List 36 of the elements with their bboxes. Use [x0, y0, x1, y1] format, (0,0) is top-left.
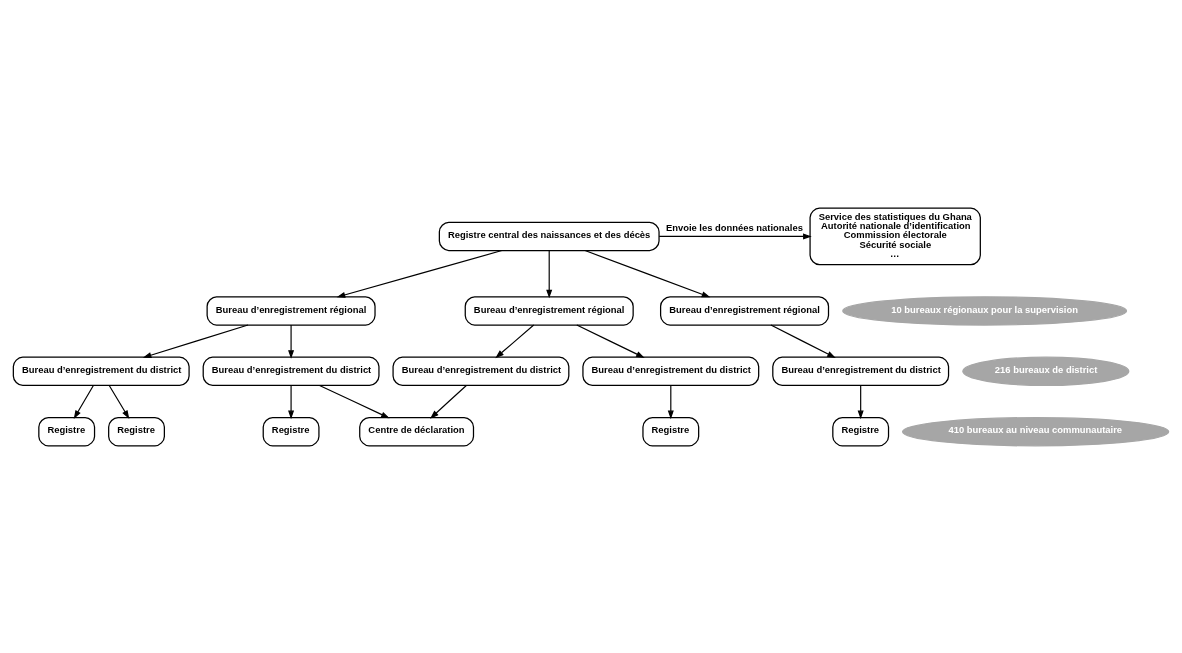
arrow: [288, 323, 295, 359]
node-box: Registre: [108, 416, 165, 446]
node-box: Registre: [832, 416, 890, 446]
arrow: [546, 249, 553, 298]
edge-label: Envoie les données nationales: [665, 221, 803, 233]
arrow: [495, 323, 535, 358]
node-box: Bureau d’enregistrement du district: [12, 356, 190, 386]
arrow: [108, 384, 130, 419]
node-box: Bureau d’enregistrement régional: [660, 295, 830, 326]
node-box: Registre: [262, 416, 320, 446]
node-box: Bureau d’enregistrement régional: [464, 295, 634, 326]
arrow: [857, 384, 864, 419]
arrow: [576, 323, 645, 358]
node-ellipse: 216 bureaux de district: [962, 356, 1130, 386]
arrow: [430, 384, 467, 419]
arrow: [667, 384, 674, 419]
arrow: [142, 323, 249, 358]
node-box: Centre de déclaration: [359, 416, 475, 446]
node-box: Bureau d’enregistrement du district: [582, 356, 760, 386]
node-box: Registre: [38, 416, 96, 446]
node-box: Bureau d’enregistrement du district: [772, 356, 950, 386]
arrow: [288, 384, 295, 419]
arrow: [336, 249, 503, 298]
node-box: Service des statistiques du Ghana Autorité nationale d’identification Commission électorale Sécurité sociale …: [809, 207, 981, 265]
node-ellipse: 10 bureaux régionaux pour la supervision: [842, 295, 1128, 326]
node-box: Registre: [642, 416, 700, 446]
node-box: Bureau d’enregistrement du district: [392, 356, 570, 386]
arrow: [770, 323, 836, 358]
arrow: [73, 384, 94, 419]
arrow: [584, 249, 711, 297]
node-box: Bureau d’enregistrement du district: [202, 356, 380, 386]
node-ellipse: 410 bureaux au niveau communautaire: [901, 416, 1170, 446]
arrow: [319, 384, 390, 418]
node-box: Bureau d’enregistrement régional: [206, 295, 376, 326]
arrow: [658, 232, 812, 239]
node-box: Registre central des naissances et des décès: [438, 221, 660, 251]
